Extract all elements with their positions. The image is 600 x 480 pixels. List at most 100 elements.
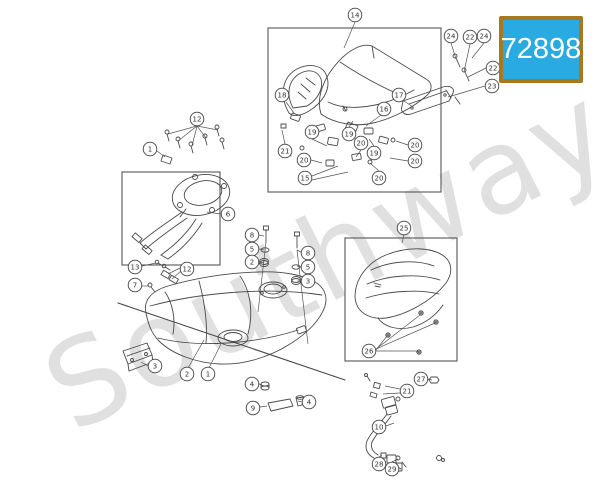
callout-2: 2 <box>179 366 195 382</box>
svg-text:2: 2 <box>185 371 189 379</box>
svg-text:7: 7 <box>133 282 137 290</box>
svg-text:3: 3 <box>153 363 157 371</box>
leader-line <box>285 101 295 114</box>
callout-20: 20 <box>407 153 423 169</box>
leader-line <box>187 339 205 369</box>
callout-25: 25 <box>396 220 412 236</box>
leader-line <box>140 361 149 367</box>
leader-line <box>206 211 222 215</box>
callout-27: 27 <box>413 371 429 387</box>
svg-text:5: 5 <box>250 246 254 254</box>
fuel-tank-drawing <box>117 271 346 381</box>
svg-text:27: 27 <box>417 376 426 384</box>
leader-line <box>447 85 486 98</box>
svg-text:21: 21 <box>403 388 412 396</box>
passenger-seat-drawing <box>354 248 452 355</box>
svg-text:8: 8 <box>250 232 254 240</box>
part-number: 72898 <box>500 33 582 65</box>
part-number-badge[interactable]: 72898 <box>499 16 583 83</box>
leader-line <box>258 234 265 237</box>
svg-text:20: 20 <box>411 142 420 150</box>
svg-text:15: 15 <box>301 175 310 183</box>
callout-29: 29 <box>384 461 400 477</box>
svg-text:19: 19 <box>370 150 379 158</box>
leader-line <box>196 125 219 131</box>
callout-5: 5 <box>244 241 260 257</box>
leader-line <box>311 165 339 177</box>
leader-line <box>471 42 485 59</box>
leader-line <box>365 114 382 127</box>
clip-part-drawing <box>160 154 173 165</box>
seat-base-panel-drawing <box>401 85 454 115</box>
callout-3: 3 <box>300 273 316 289</box>
callout-9: 9 <box>245 400 261 416</box>
callout-24: 24 <box>476 28 492 44</box>
svg-text:3: 3 <box>306 278 310 286</box>
leader-line <box>375 322 436 350</box>
leader-line <box>427 378 433 381</box>
callout-12: 12 <box>189 111 205 127</box>
leader-line <box>310 159 323 164</box>
leader-line <box>385 422 395 427</box>
callout-22: 22 <box>485 60 501 76</box>
leader-line <box>343 21 356 49</box>
svg-text:17: 17 <box>395 92 404 100</box>
svg-text:13: 13 <box>131 264 140 272</box>
svg-text:5: 5 <box>306 264 310 272</box>
callout-15: 15 <box>297 170 313 186</box>
callout-22: 22 <box>462 29 478 45</box>
callout-23: 23 <box>484 78 500 94</box>
leader-line <box>296 249 309 345</box>
svg-text:10: 10 <box>375 424 384 432</box>
svg-text:18: 18 <box>278 92 287 100</box>
leader-line <box>450 42 457 60</box>
leader-line <box>141 262 157 267</box>
leader-line <box>355 149 362 158</box>
leader-line <box>384 385 401 390</box>
callout-6: 6 <box>220 206 236 222</box>
svg-text:28: 28 <box>375 461 384 469</box>
callout-19: 19 <box>304 124 320 140</box>
fuel-pump-drawing <box>131 174 231 260</box>
callout-12: 12 <box>179 261 195 277</box>
leader-line <box>196 125 207 139</box>
leader-line <box>311 138 328 147</box>
svg-text:16: 16 <box>380 106 389 114</box>
leader-line <box>389 157 409 162</box>
svg-text:24: 24 <box>480 33 489 41</box>
svg-text:22: 22 <box>489 65 498 73</box>
leader-line <box>382 392 401 395</box>
svg-text:12: 12 <box>193 116 202 124</box>
leader-line <box>467 67 487 78</box>
leader-line <box>281 129 286 145</box>
callout-26: 26 <box>361 343 377 359</box>
leader-line <box>311 171 349 181</box>
svg-text:20: 20 <box>300 157 309 165</box>
leader-line <box>401 234 405 244</box>
hose-clamp-parts-drawing <box>147 259 179 293</box>
svg-text:29: 29 <box>388 466 397 474</box>
callout-4: 4 <box>301 394 317 410</box>
tank-bolt-stack-left-drawing <box>259 225 270 267</box>
leader-line <box>403 100 414 108</box>
leader-line <box>368 138 375 147</box>
callout-20: 20 <box>353 135 369 151</box>
callout-3: 3 <box>147 358 163 374</box>
leader-line <box>375 314 421 350</box>
callout-19: 19 <box>366 145 382 161</box>
svg-text:12: 12 <box>183 266 192 274</box>
callout-1: 1 <box>200 366 216 382</box>
callout-5: 5 <box>300 259 316 275</box>
svg-text:20: 20 <box>375 175 384 183</box>
svg-text:6: 6 <box>226 211 231 219</box>
callout-19: 19 <box>341 126 357 142</box>
callout-8: 8 <box>244 227 260 243</box>
callout-10: 10 <box>371 419 387 435</box>
fastener-parts-bottom-right-drawing <box>380 376 445 470</box>
svg-text:19: 19 <box>308 129 317 137</box>
leader-line <box>378 454 383 458</box>
callout-20: 20 <box>407 137 423 153</box>
svg-text:19: 19 <box>345 131 354 139</box>
